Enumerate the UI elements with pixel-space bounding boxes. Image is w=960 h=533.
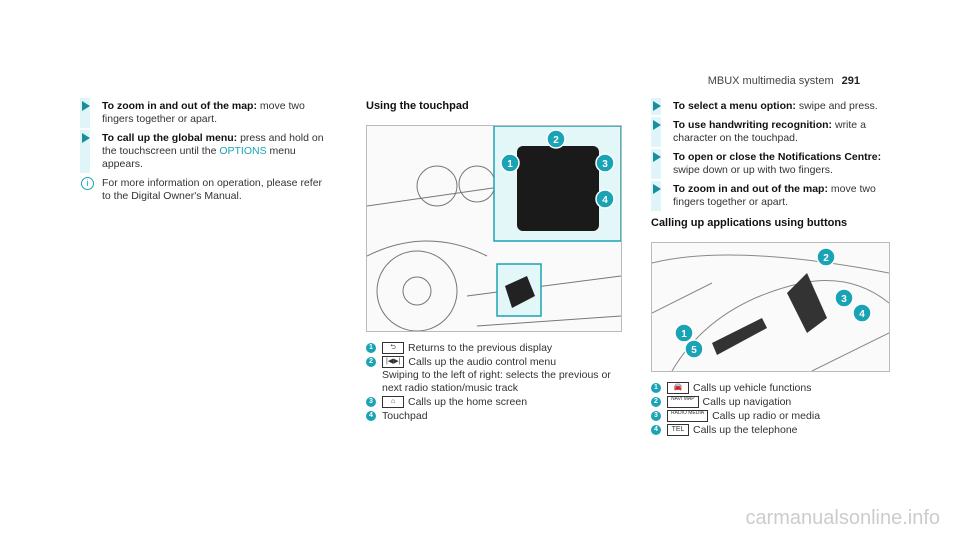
svg-text:4: 4 <box>859 309 865 320</box>
callout-number: 2 <box>366 357 376 367</box>
step-title: To zoom in and out of the map: <box>673 183 828 195</box>
legend-text: Calls up the audio control menu <box>408 356 557 368</box>
section-title: MBUX multimedia system <box>707 75 834 87</box>
arrow-icon <box>82 133 90 143</box>
step: To use handwriting recognition: write a … <box>651 117 891 147</box>
options-label: OPTIONS <box>219 145 267 157</box>
legend-item: 3 ⌂ Calls up the home screen <box>366 396 622 409</box>
legend-text: Calls up the telephone <box>693 424 798 436</box>
column-1: To zoom in and out of the map: move two … <box>80 98 325 203</box>
step-text: press and hold on the touchscreen until … <box>102 132 324 157</box>
callout-number: 2 <box>651 397 661 407</box>
callout-number: 3 <box>366 397 376 407</box>
arrow-icon <box>653 152 661 162</box>
callout-number: 3 <box>651 411 661 421</box>
legend-text: Calls up vehicle functions <box>693 382 812 394</box>
running-header: MBUX multimedia system 291 <box>708 75 860 88</box>
svg-text:1: 1 <box>681 329 687 340</box>
legend-item: 1 ⮌ Returns to the previous display <box>366 342 622 355</box>
step-text: move two fingers together or apart. <box>673 183 876 208</box>
touchpad-illustration: 1 2 3 4 <box>366 125 622 332</box>
column-2: Using the touchpad 1 2 3 4 1 ⮌ Returns to the… <box>366 100 622 424</box>
step-title: To select a menu option: <box>673 100 796 112</box>
step-text: write a character on the touchpad. <box>673 119 866 144</box>
step-text: swipe down or up with two fingers. <box>673 164 833 176</box>
watermark: carmanualsonline.info <box>745 507 940 529</box>
home-key-icon: ⌂ <box>382 396 404 409</box>
step: To zoom in and out of the map: move two … <box>80 98 325 128</box>
svg-text:2: 2 <box>823 253 829 264</box>
step-text: menu appears. <box>102 145 296 170</box>
svg-text:1: 1 <box>507 159 513 170</box>
callout-number: 1 <box>366 343 376 353</box>
legend-text: Returns to the previous display <box>408 342 553 354</box>
step: To call up the global menu: press and ho… <box>80 130 325 173</box>
info-note: i For more information on operation, plea… <box>80 177 325 203</box>
callout-number: 1 <box>651 383 661 393</box>
legend-item: 1 🚘 Calls up vehicle functions <box>651 382 891 395</box>
radio-key-icon: RADIO MEDIA <box>667 410 709 423</box>
legend-item: 4 TEL Calls up the telephone <box>651 424 891 437</box>
arrow-icon <box>653 120 661 130</box>
step-text: swipe and press. <box>795 100 878 112</box>
legend-item: 4 Touchpad <box>366 410 622 423</box>
section-heading: Calling up applications using buttons <box>651 217 848 229</box>
step: To zoom in and out of the map: move two … <box>651 181 891 211</box>
legend: 1⮌Returns to the previous display 2|◀▶|C… <box>366 342 622 423</box>
svg-text:3: 3 <box>602 159 608 170</box>
arrow-icon <box>653 184 661 194</box>
tel-key-icon: TEL <box>667 424 689 437</box>
page-number: 291 <box>841 75 860 87</box>
navi-key-icon: NAVI MAP <box>667 396 699 409</box>
legend-text: Touchpad <box>382 410 428 422</box>
svg-text:5: 5 <box>691 345 697 356</box>
svg-text:4: 4 <box>602 195 608 206</box>
back-key-icon: ⮌ <box>382 342 404 355</box>
svg-text:3: 3 <box>841 294 847 305</box>
step: To select a menu option: swipe and press… <box>651 98 891 115</box>
svg-text:2: 2 <box>553 135 559 146</box>
callout-number: 4 <box>366 411 376 421</box>
step-title: To call up the global menu: <box>102 132 238 144</box>
column-3: To select a menu option: swipe and press… <box>651 98 891 438</box>
vehicle-key-icon: 🚘 <box>667 382 689 395</box>
callout-number: 4 <box>651 425 661 435</box>
legend-text: Calls up the home screen <box>408 396 528 408</box>
buttons-drawing: 15 2 3 4 <box>651 247 890 372</box>
legend-extra: Swiping to the left of right: selects th… <box>382 369 611 394</box>
step-title: To use handwriting recognition: <box>673 119 833 131</box>
arrow-icon <box>82 101 90 111</box>
step-title: To zoom in and out of the map: <box>102 100 257 112</box>
info-icon: i <box>81 177 94 190</box>
step-title: To open or close the Notifications Centr… <box>673 151 882 163</box>
touchpad-drawing: 1 2 3 4 <box>366 125 622 332</box>
section-heading: Using the touchpad <box>366 100 469 112</box>
step-text: move two fingers together or apart. <box>102 100 305 125</box>
info-text: For more information on operation, pleas… <box>102 177 323 202</box>
arrow-icon <box>653 101 661 111</box>
legend-text: Calls up radio or media <box>712 410 821 422</box>
step: To open or close the Notifications Centr… <box>651 149 891 179</box>
legend-text: Calls up navigation <box>702 396 792 408</box>
skip-key-icon: |◀▶| <box>382 356 405 369</box>
